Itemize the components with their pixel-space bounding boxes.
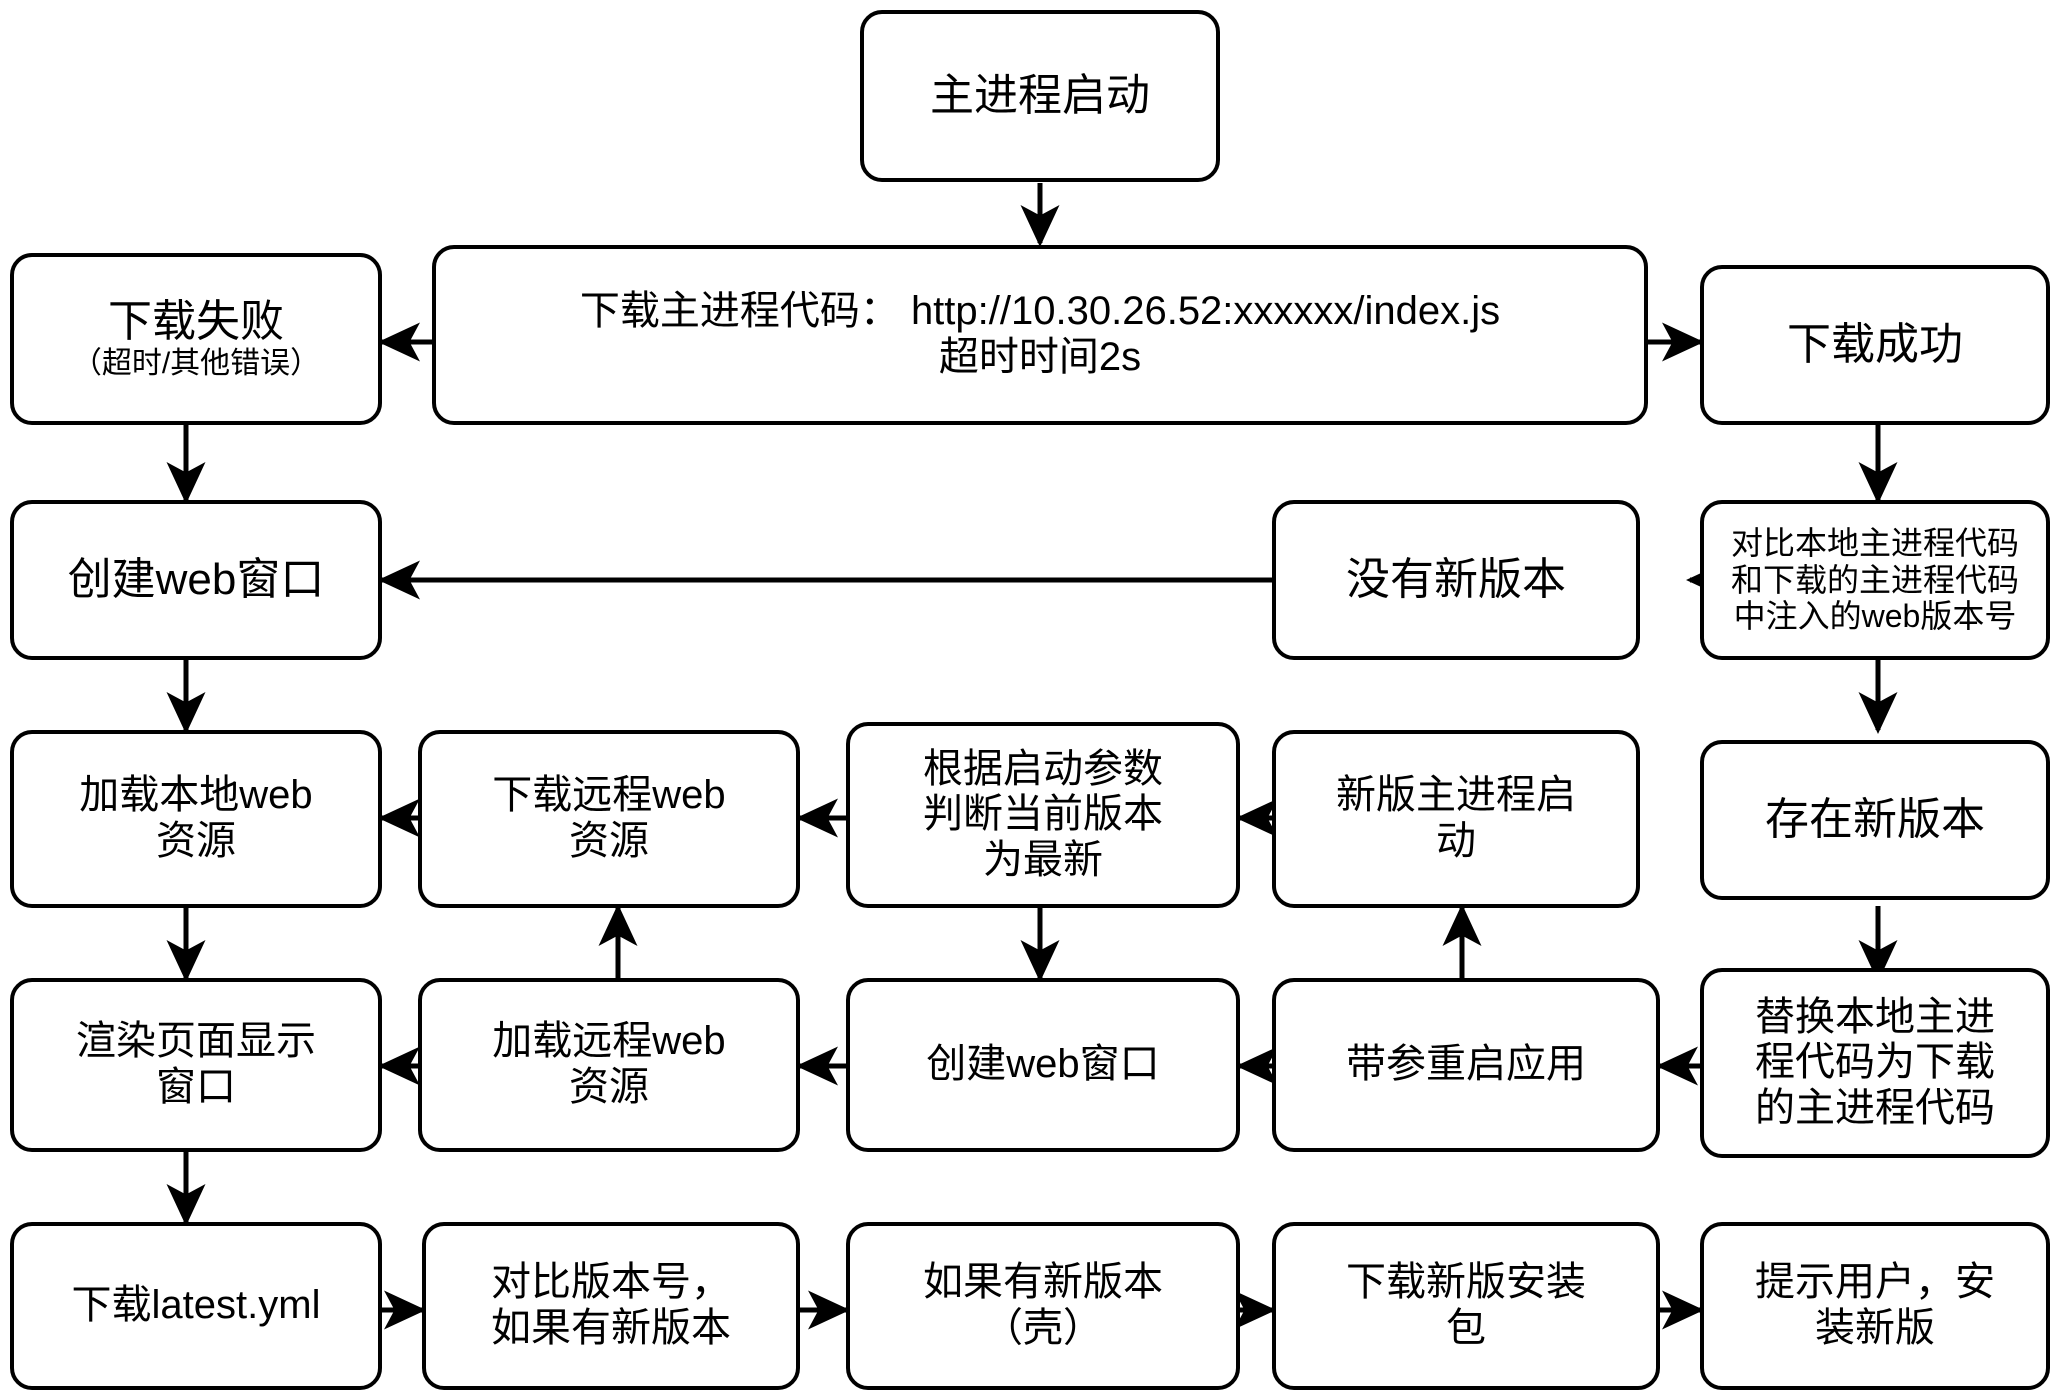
node-judge-current-version-latest[interactable]: 根据启动参数 判断当前版本 为最新 [846, 722, 1240, 908]
node-load-local-web-resource[interactable]: 加载本地web 资源 [10, 730, 382, 908]
node-download-latest-yml[interactable]: 下载latest.yml [10, 1222, 382, 1390]
node-label: 加载本地web 资源 [79, 773, 313, 863]
node-create-web-window-2[interactable]: 创建web窗口 [846, 978, 1240, 1152]
node-label: 渲染页面显示 窗口 [76, 1019, 316, 1109]
node-compare-version-number[interactable]: 对比版本号， 如果有新版本 [422, 1222, 800, 1390]
node-label: 加载远程web 资源 [492, 1019, 726, 1109]
node-prompt-user-install[interactable]: 提示用户，安 装新版 [1700, 1222, 2050, 1390]
node-restart-app-with-params[interactable]: 带参重启应用 [1272, 978, 1660, 1152]
node-label: 创建web窗口 [926, 1042, 1160, 1087]
node-no-new-version[interactable]: 没有新版本 [1272, 500, 1640, 660]
node-label: 下载远程web 资源 [492, 773, 726, 863]
node-label: 下载成功 [1787, 319, 1963, 369]
node-label: 主进程启动 [930, 70, 1150, 120]
node-label: 下载latest.yml [71, 1283, 321, 1328]
node-label: 存在新版本 [1765, 794, 1985, 844]
node-download-failed[interactable]: 下载失败 （超时/其他错误） [10, 253, 382, 425]
node-label: 带参重启应用 [1346, 1042, 1586, 1087]
node-label: 下载失败 [108, 296, 284, 346]
node-if-new-version-shell[interactable]: 如果有新版本 （壳） [846, 1222, 1240, 1390]
node-label: 替换本地主进 程代码为下载 的主进程代码 [1755, 994, 1995, 1130]
node-compare-web-version[interactable]: 对比本地主进程代码 和下载的主进程代码 中注入的web版本号 [1700, 500, 2050, 660]
node-create-web-window-1[interactable]: 创建web窗口 [10, 500, 382, 660]
node-label: 没有新版本 [1346, 554, 1566, 604]
node-render-page-show-window[interactable]: 渲染页面显示 窗口 [10, 978, 382, 1152]
node-label: 提示用户，安 装新版 [1755, 1260, 1995, 1350]
node-label: 下载主进程代码： http://10.30.26.52:xxxxxx/index… [579, 289, 1501, 379]
node-label: 对比版本号， 如果有新版本 [491, 1260, 731, 1350]
node-sublabel: （超时/其他错误） [71, 346, 321, 380]
node-download-main-process-code[interactable]: 下载主进程代码： http://10.30.26.52:xxxxxx/index… [432, 245, 1648, 425]
node-label: 对比本地主进程代码 和下载的主进程代码 中注入的web版本号 [1730, 525, 2019, 635]
node-download-new-installer[interactable]: 下载新版安装 包 [1272, 1222, 1660, 1390]
node-new-main-process-start[interactable]: 新版主进程启 动 [1272, 730, 1640, 908]
node-label: 根据启动参数 判断当前版本 为最新 [923, 746, 1163, 882]
node-label: 如果有新版本 （壳） [923, 1260, 1163, 1350]
node-load-remote-web-resource[interactable]: 加载远程web 资源 [418, 978, 800, 1152]
node-label: 下载新版安装 包 [1346, 1260, 1586, 1350]
node-label: 新版主进程启 动 [1336, 773, 1576, 863]
node-replace-local-main-process-code[interactable]: 替换本地主进 程代码为下载 的主进程代码 [1700, 968, 2050, 1158]
node-has-new-version[interactable]: 存在新版本 [1700, 740, 2050, 900]
node-download-success[interactable]: 下载成功 [1700, 265, 2050, 425]
node-label: 创建web窗口 [67, 554, 325, 604]
node-main-process-start[interactable]: 主进程启动 [860, 10, 1220, 182]
node-download-remote-web-resource[interactable]: 下载远程web 资源 [418, 730, 800, 908]
